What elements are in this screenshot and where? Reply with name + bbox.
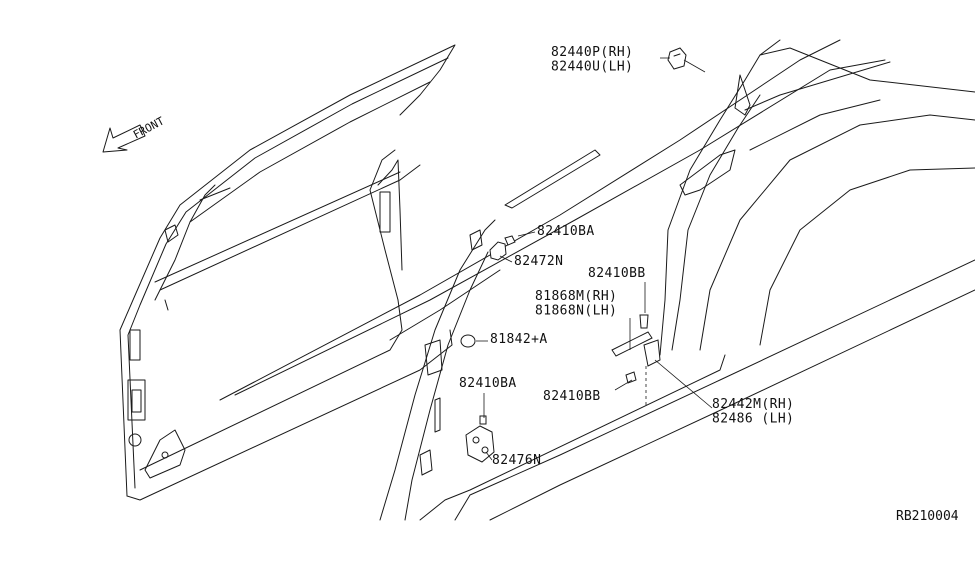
part-82440-clip <box>667 47 687 70</box>
front-door-outline <box>119 44 456 501</box>
part-number: 82440P(RH) <box>551 44 634 60</box>
diagram-reference-code: RB210004 <box>896 509 959 524</box>
part-number: 82410BA <box>537 223 595 240</box>
part-number: 82486 (LH) <box>712 410 795 427</box>
front-arrow-icon <box>102 124 146 153</box>
part-number: 82410BB <box>588 265 646 282</box>
part-label-82440: 82440P(RH) 82440U(LH) <box>551 45 633 74</box>
part-label-82476n: 82476N <box>492 452 542 469</box>
part-label-81842: 81842+A <box>490 331 548 348</box>
body-side-outline <box>219 39 975 521</box>
part-number: 82410BA <box>459 375 517 392</box>
part-number: 82472N <box>514 253 564 270</box>
part-label-81868: 81868M(RH) 81868N(LH) <box>535 289 617 318</box>
part-81842-plug <box>460 334 476 348</box>
part-number: 82440U(LH) <box>551 58 634 75</box>
part-81868-striker <box>611 314 661 405</box>
part-label-82442: 82442M(RH) 82486 (LH) <box>712 397 794 426</box>
part-82476n-plate <box>465 415 495 463</box>
part-number: 81868M(RH) <box>535 288 618 304</box>
part-number: 81868N(LH) <box>535 302 618 319</box>
part-label-82472n: 82472N <box>514 253 564 270</box>
part-number: 82442M(RH) <box>712 396 795 412</box>
part-label-82410bb-upper: 82410BB <box>588 265 646 282</box>
part-82472n-bracket <box>489 235 516 261</box>
part-number: 81842+A <box>490 331 548 348</box>
part-label-82410ba-lower: 82410BA <box>459 375 517 392</box>
part-number: 82410BB <box>543 388 601 405</box>
part-number: 82476N <box>492 452 542 469</box>
part-label-82410ba-upper: 82410BA <box>537 223 595 240</box>
leader-lines <box>476 57 713 461</box>
part-label-82410bb-lower: 82410BB <box>543 388 601 405</box>
